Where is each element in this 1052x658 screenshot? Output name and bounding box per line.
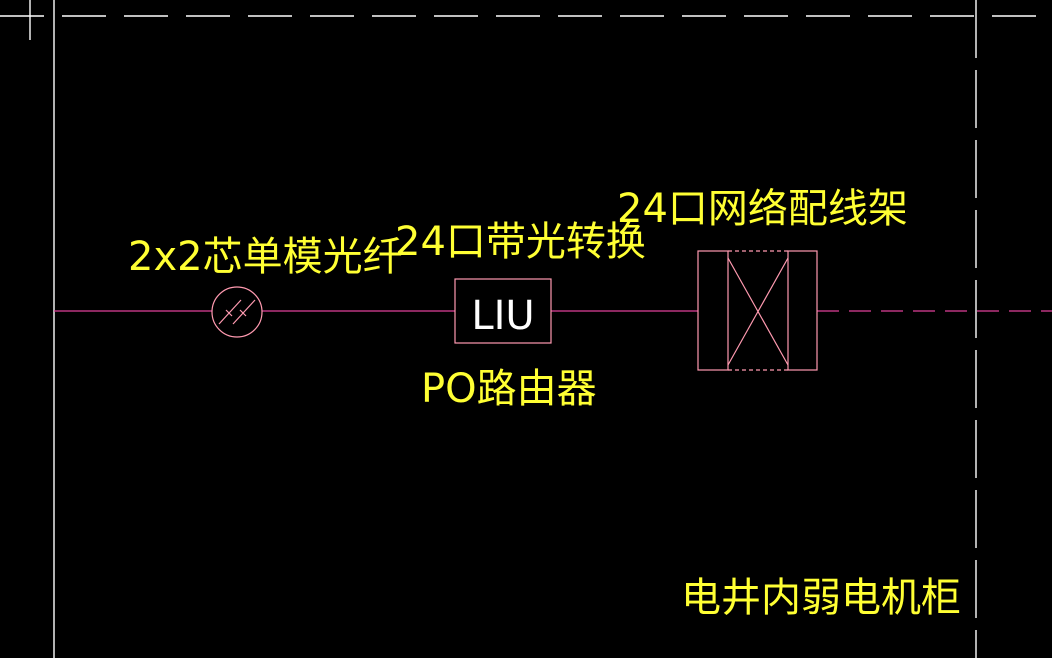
liu-box bbox=[454, 278, 552, 344]
patch-panel-left-block bbox=[697, 250, 729, 371]
fiber-splice-symbol bbox=[211, 286, 263, 338]
patch-panel-right-block bbox=[787, 250, 818, 371]
label-patch-panel: 24口网络配线架 bbox=[617, 186, 908, 232]
patch-panel-cross-b bbox=[727, 257, 789, 366]
fiber-splice-line-b bbox=[232, 299, 256, 325]
liu-text: LIU bbox=[471, 293, 534, 339]
fiber-splice-circle bbox=[211, 286, 263, 338]
fiber-splice-tick-b bbox=[239, 309, 247, 317]
fiber-splice-tick-a bbox=[225, 309, 233, 317]
diagram-labels: 2x2芯单模光纤 24口带光转换 24口网络配线架 PO路由器 电井内弱电机柜 bbox=[128, 186, 961, 621]
label-fiber: 2x2芯单模光纤 bbox=[128, 234, 403, 280]
label-cabinet: 电井内弱电机柜 bbox=[681, 575, 961, 621]
patch-panel-symbol bbox=[697, 250, 818, 371]
label-converter: 24口带光转换 bbox=[395, 219, 646, 265]
label-router: PO路由器 bbox=[421, 366, 597, 412]
liu-unit: LIU bbox=[454, 278, 552, 344]
fiber-splice-line-a bbox=[218, 299, 242, 325]
